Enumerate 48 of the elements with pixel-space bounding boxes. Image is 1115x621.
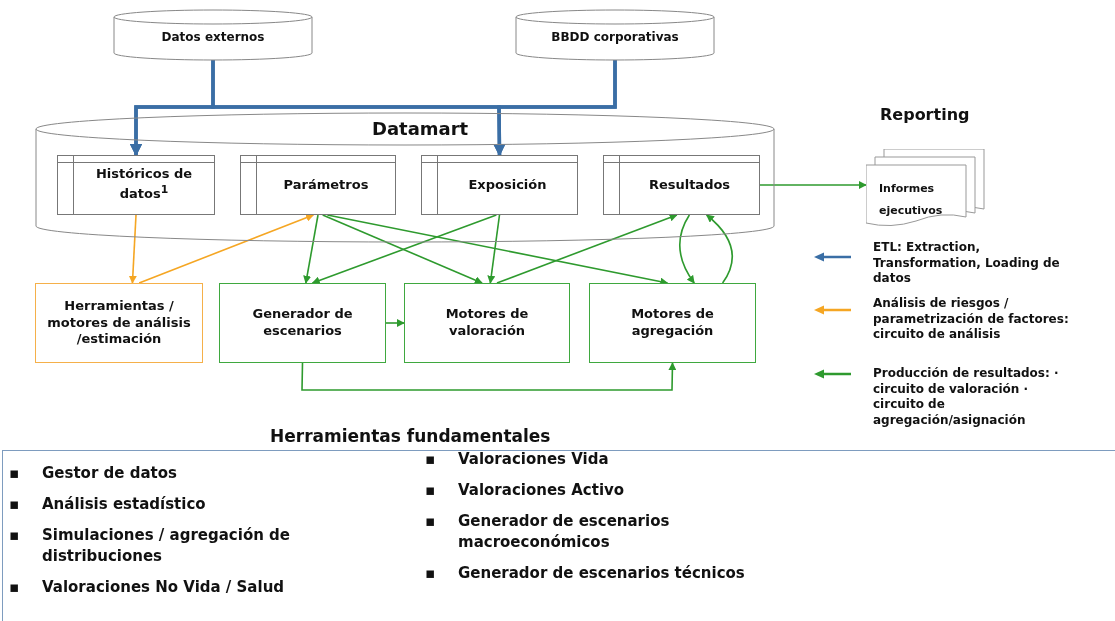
process-box: Generador de escenarios [219,283,386,363]
arrow [496,213,678,284]
bullet-marker: ▪ [9,577,20,598]
list-item: Valoraciones No Vida / Salud [41,577,286,598]
bullet-marker: ▪ [9,494,20,515]
legend-text: ETL: Extraction, Transformation, Loading de datos [873,240,1061,287]
bullet-marker: ▪ [9,463,20,484]
table-label: Exposición [468,176,547,194]
data-table [603,155,760,215]
section-heading: Reporting [880,105,970,124]
data-table [57,155,215,215]
arrow [493,60,617,157]
bullet-marker: ▪ [425,563,436,584]
process-box: Herramientas / motores de análisis /estimación [35,283,203,363]
bullet-marker: ▪ [425,449,436,470]
table-label: Resultados [648,176,731,194]
bullet-marker: ▪ [9,525,20,546]
legend-text: Análisis de riesgos / parametrización de factores: circuito de análisis [873,296,1070,343]
legend-text: Producción de resultados: · circuito de valoración · circuito de agregación/asignación [873,366,1060,429]
bullet-marker: ▪ [425,511,436,532]
arrow [705,214,733,284]
database-title: Datamart [372,118,469,139]
table-label: Parámetros [283,176,369,194]
process-box: Motores de valoración [404,283,570,363]
arrow [128,214,137,284]
list-item: Valoraciones Vida [457,449,610,470]
section-heading: Herramientas fundamentales [270,426,551,446]
arrow [138,213,315,284]
list-item: Valoraciones Activo [457,479,626,501]
arrow [385,319,405,327]
table-label: Históricos de datos$^{1}$ [94,166,194,204]
list-item: Análisis estadístico [41,493,207,515]
list-item: Generador de escenarios técnicos [457,563,746,584]
arrow [487,214,501,284]
data-table [240,155,396,215]
bullet-marker: ▪ [425,480,436,501]
arrow [759,181,867,189]
list-item: Gestor de datos [41,463,178,484]
database-label: BBDD corporativas [550,30,680,44]
process-box: Motores de agregación [589,283,756,363]
data-table [421,155,578,215]
list-item: Generador de escenarios macroeconómicos [457,510,671,554]
arrow [679,214,695,284]
list-item: Simulaciones / agregación de distribuciones [41,524,291,568]
database-label: Datos externos [160,30,266,44]
arrow [301,362,677,391]
arrow [303,214,319,284]
document-label: Informes ejecutivos [879,181,944,219]
